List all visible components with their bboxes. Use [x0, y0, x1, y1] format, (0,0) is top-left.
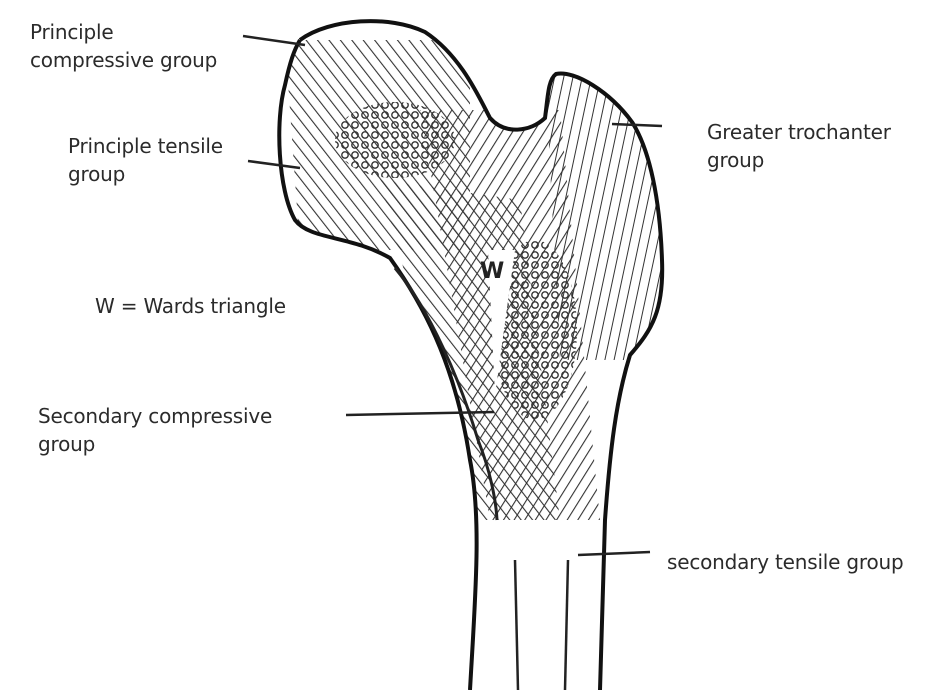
label-greater-trochanter: Greater trochanter group	[707, 118, 891, 174]
ward-triangle-marker: W	[480, 258, 504, 286]
ward-triangle-marker-text: W	[480, 258, 504, 286]
label-principle-tensile-line1: Principle tensile	[68, 132, 223, 160]
shaft-line-1	[515, 560, 518, 690]
label-secondary-tensile: secondary tensile group	[667, 548, 904, 576]
label-secondary-compressive: Secondary compressive group	[38, 402, 272, 458]
leader-principle-compressive	[243, 36, 305, 45]
label-principle-compressive: Principle compressive group	[30, 18, 217, 74]
label-wards-triangle: W = Wards triangle	[95, 292, 286, 320]
label-principle-tensile-line2: group	[68, 160, 223, 188]
label-wards-triangle-text: W = Wards triangle	[95, 292, 286, 320]
leader-principle-tensile	[248, 161, 300, 168]
label-principle-compressive-line2: compressive group	[30, 46, 217, 74]
leader-secondary-tensile	[578, 552, 650, 555]
label-principle-compressive-line1: Principle	[30, 18, 217, 46]
label-secondary-compressive-line1: Secondary compressive	[38, 402, 272, 430]
label-greater-trochanter-line1: Greater trochanter	[707, 118, 891, 146]
label-secondary-compressive-line2: group	[38, 430, 272, 458]
label-greater-trochanter-line2: group	[707, 146, 891, 174]
head-mesh	[335, 102, 455, 178]
shaft-line-2	[565, 560, 568, 690]
label-principle-tensile: Principle tensile group	[68, 132, 223, 188]
label-secondary-tensile-text: secondary tensile group	[667, 548, 904, 576]
